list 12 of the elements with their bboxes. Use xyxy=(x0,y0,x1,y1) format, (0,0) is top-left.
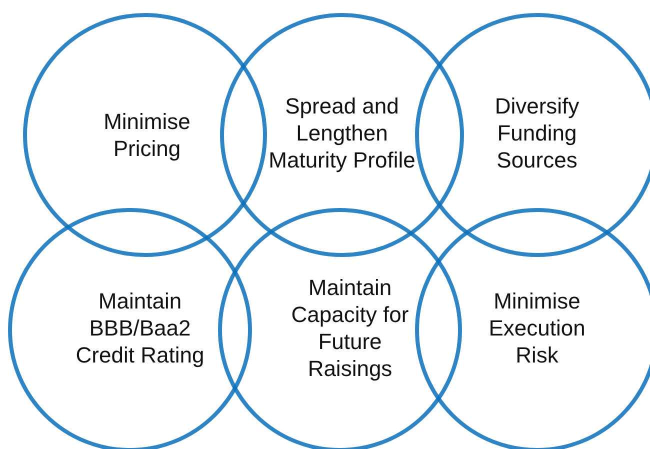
circle xyxy=(220,13,464,257)
goal-text: Minimise Pricing xyxy=(102,108,192,162)
circle xyxy=(415,13,650,257)
goal-text: Diversify Funding Sources xyxy=(494,92,580,174)
goal-text: Maintain BBB/Baa2 Credit Rating xyxy=(75,288,205,368)
goal-text: Spread and Lengthen Maturity Profile xyxy=(268,92,416,174)
circle xyxy=(218,208,462,449)
goal-text: Minimise Execution Risk xyxy=(488,288,586,368)
goal-text: Maintain Capacity for Future Raisings xyxy=(290,274,410,382)
circle xyxy=(8,208,252,449)
circle xyxy=(415,208,650,449)
circle xyxy=(23,13,267,257)
